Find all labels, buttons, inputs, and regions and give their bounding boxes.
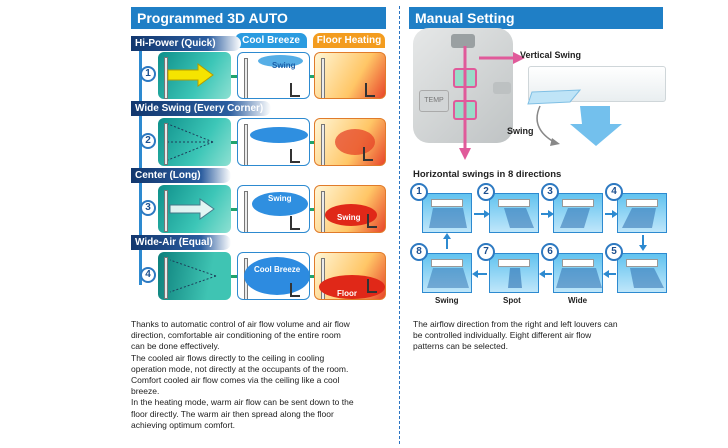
swing-pattern-6	[553, 253, 603, 293]
mode-guide-line	[139, 50, 142, 285]
programmed-3d-auto-header: Programmed 3D AUTO	[131, 7, 386, 29]
step-number-6: 6	[541, 243, 559, 261]
center-arrow-icon	[169, 198, 215, 220]
cool-breeze-label-4: Cool Breeze	[254, 265, 301, 274]
heat-panel-wide-air: Floor	[314, 252, 386, 300]
caption-spot: Spot	[503, 296, 521, 305]
vertical-swing-airflow-icon	[527, 89, 622, 146]
step-number-4: 4	[605, 183, 623, 201]
mode-label-wide-swing: Wide Swing (Every Corner)	[131, 101, 271, 116]
cool-panel-wide-swing	[237, 118, 310, 166]
mode-number-4: 4	[140, 267, 156, 283]
arrow-6-to-7	[539, 270, 552, 278]
tab-floor-heating: Floor Heating	[313, 33, 385, 48]
step-number-5: 5	[605, 243, 623, 261]
arrow-4-to-5	[639, 235, 647, 251]
caption-wide: Wide	[568, 296, 588, 305]
arrow-7-to-8	[472, 270, 487, 278]
arrow-5-to-6	[603, 270, 616, 278]
swing-pattern-3	[553, 193, 603, 233]
right-description: The airflow direction from the right and…	[413, 319, 618, 352]
step-number-8: 8	[410, 243, 428, 261]
section-divider	[399, 6, 400, 444]
arrow-1-to-2	[474, 210, 490, 218]
chair-icon	[365, 83, 375, 97]
temp-button: TEMP	[419, 90, 449, 112]
mode-label-center: Center (Long)	[131, 168, 231, 183]
yellow-arrow-icon	[167, 63, 214, 87]
step-number-3: 3	[541, 183, 559, 201]
chair-icon	[363, 147, 373, 161]
cool-panel-wide-air: Cool Breeze	[237, 252, 310, 300]
wide-swing-arrows-icon	[167, 123, 214, 161]
swing-pattern-8	[422, 253, 472, 293]
mode-label-wide-air: Wide-Air (Equal)	[131, 235, 231, 250]
swing-arrows-pink-icon	[459, 46, 525, 160]
wide-air-arrows-icon	[169, 259, 217, 293]
tab-cool-breeze: Cool Breeze	[235, 33, 307, 48]
heat-panel-wide-swing	[314, 118, 386, 166]
heat-floor-label-4: Floor	[337, 289, 357, 298]
vertical-swing-label: Vertical Swing	[520, 50, 582, 60]
swing-pattern-2	[489, 193, 539, 233]
cool-panel-center: Swing	[237, 185, 310, 233]
arrow-2-to-3	[541, 210, 554, 218]
flow-panel-hi-power	[158, 52, 231, 99]
cool-panel-hi-power: Swing	[237, 52, 310, 99]
flow-panel-center	[158, 185, 231, 233]
heat-panel-center: Swing	[314, 185, 386, 233]
chair-icon	[290, 149, 300, 163]
mode-number-2: 2	[140, 133, 156, 149]
mode-label-hi-power: Hi-Power (Quick)	[131, 36, 241, 51]
chair-icon	[290, 283, 300, 297]
arrow-8-to-1	[443, 233, 451, 249]
swing-pattern-1	[422, 193, 472, 233]
step-number-1: 1	[410, 183, 428, 201]
flow-panel-wide-swing	[158, 118, 231, 166]
swing-pattern-5	[617, 253, 667, 293]
arrow-3-to-4	[605, 210, 618, 218]
heat-panel-hi-power	[314, 52, 386, 99]
caption-swing: Swing	[435, 296, 459, 305]
step-number-2: 2	[477, 183, 495, 201]
flow-panel-wide-air	[158, 252, 231, 300]
swing-pattern-7	[489, 253, 539, 293]
mode-number-3: 3	[140, 200, 156, 216]
swing-label: Swing	[507, 126, 534, 136]
step-number-7: 7	[477, 243, 495, 261]
chair-icon	[290, 216, 300, 230]
mode-number-1: 1	[140, 66, 156, 82]
chair-icon	[367, 279, 377, 293]
heat-swing-label-3: Swing	[337, 213, 361, 222]
manual-setting-header: Manual Setting	[409, 7, 663, 29]
chair-icon	[367, 214, 377, 228]
chair-icon	[290, 83, 300, 97]
cool-swing-label-3: Swing	[268, 194, 292, 203]
left-description: Thanks to automatic control of air flow …	[131, 319, 354, 430]
horizontal-swings-title: Horizontal swings in 8 directions	[413, 169, 562, 180]
swing-pattern-4	[617, 193, 667, 233]
cool-swing-label-1: Swing	[272, 61, 296, 70]
